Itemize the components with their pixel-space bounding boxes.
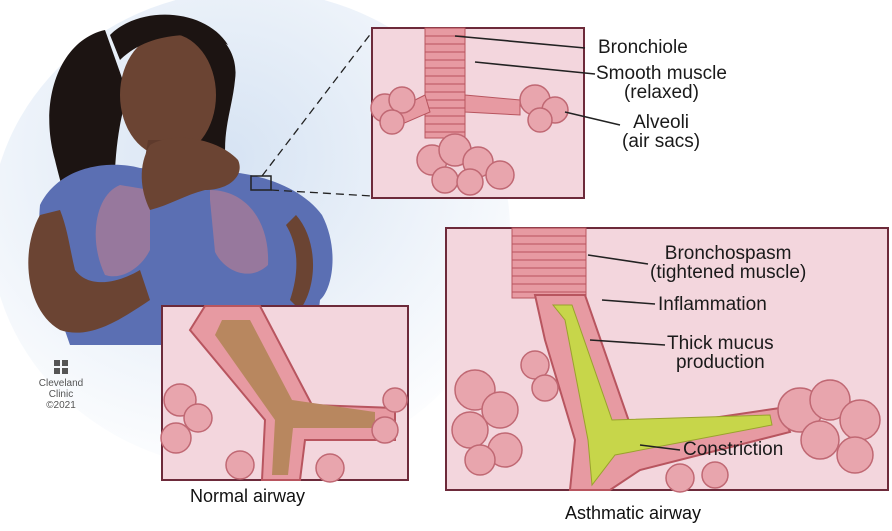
label-constriction: Constriction: [683, 440, 783, 459]
label-bronchiole: Bronchiole: [598, 38, 688, 57]
label-bronchospasm-line2: (tightened muscle): [650, 263, 806, 282]
label-thick-mucus-line2: production: [667, 353, 774, 372]
label-smooth-muscle: Smooth muscle (relaxed): [596, 64, 727, 102]
label-bronchospasm-line1: Bronchospasm: [650, 244, 806, 263]
label-thick-mucus: Thick mucus production: [667, 334, 774, 372]
logo-line1: Cleveland: [26, 378, 96, 389]
normal-airway-panel: [161, 306, 408, 482]
logo-line3: ©2021: [26, 400, 96, 411]
logo-line2: Clinic: [26, 389, 96, 400]
logo-cross-icon: [54, 360, 68, 374]
label-alveoli-line2: (air sacs): [622, 132, 700, 151]
alveoli-panel: [371, 28, 584, 198]
label-bronchospasm: Bronchospasm (tightened muscle): [650, 244, 806, 282]
label-alveoli-line1: Alveoli: [622, 113, 700, 132]
caption-asthmatic-airway: Asthmatic airway: [565, 503, 701, 524]
label-inflammation: Inflammation: [658, 295, 767, 314]
label-thick-mucus-line1: Thick mucus: [667, 334, 774, 353]
cleveland-clinic-logo: Cleveland Clinic ©2021: [26, 360, 96, 411]
label-smooth-muscle-line2: (relaxed): [596, 83, 727, 102]
label-smooth-muscle-line1: Smooth muscle: [596, 64, 727, 83]
label-alveoli: Alveoli (air sacs): [622, 113, 700, 151]
caption-normal-airway: Normal airway: [190, 486, 305, 507]
